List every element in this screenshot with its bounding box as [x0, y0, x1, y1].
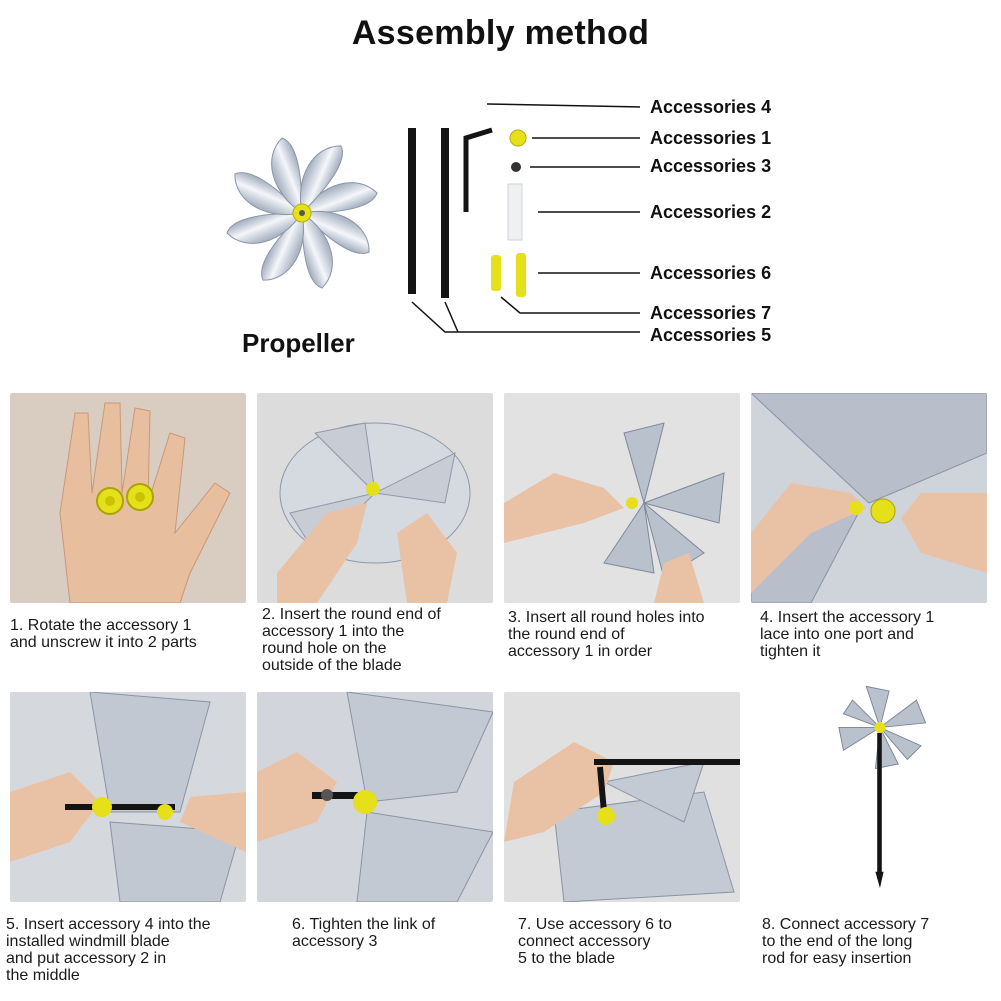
accessory-label-5: Accessories 5 [650, 325, 772, 345]
step-4-photo [751, 393, 987, 603]
parts-diagram [226, 103, 641, 333]
accessory-label-1: Accessories 1 [650, 128, 772, 148]
step-6-caption: 6. Tighten the link of accessory 3 [292, 916, 436, 950]
step-8-caption: 8. Connect accessory 7 to the end of the… [762, 916, 930, 967]
step-3-photo [504, 393, 740, 603]
step-2-caption: 2. Insert the round end of accessory 1 i… [262, 606, 441, 674]
accessory-label-6: Accessories 6 [650, 263, 772, 283]
page-title: Assembly method [351, 14, 650, 52]
accessory-label-4: Accessories 4 [650, 97, 772, 117]
accessory-label-7: Accessories 7 [650, 303, 772, 323]
step-4-caption: 4. Insert the accessory 1 lace into one … [760, 609, 935, 660]
step-5-photo [10, 692, 246, 902]
step-1-photo [10, 393, 246, 603]
step-6-photo [257, 692, 493, 902]
accessory-label-3: Accessories 3 [650, 156, 772, 176]
long-rod-1 [408, 128, 416, 294]
bent-rod [463, 127, 493, 212]
step-2-photo [257, 393, 493, 603]
step-8-photo [751, 680, 987, 890]
propeller-label: Propeller [242, 328, 355, 358]
step-3-caption: 3. Insert all round holes into the round… [508, 609, 705, 660]
step-7-caption: 7. Use accessory 6 to connect accessory … [518, 916, 672, 967]
accessory-label-2: Accessories 2 [650, 202, 772, 222]
step-1-caption: 1. Rotate the accessory 1 and unscrew it… [10, 617, 197, 651]
long-rod-2 [441, 128, 449, 298]
step-7-photo [504, 692, 740, 902]
propeller-image [226, 137, 378, 289]
step-5-caption: 5. Insert accessory 4 into the installed… [6, 916, 211, 984]
